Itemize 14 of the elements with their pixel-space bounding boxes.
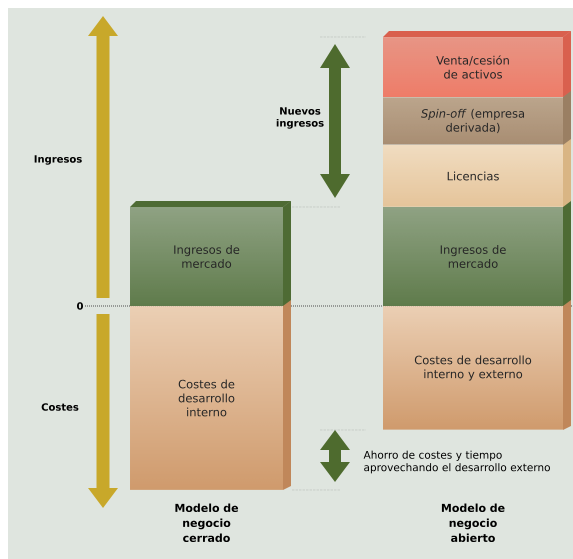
stacked-block: Ingresos de mercado xyxy=(130,201,291,306)
stacked-block: Costes de desarrollo interno y externo xyxy=(383,300,571,430)
note-text: Ahorro de costes y tiempo aprovechando el desarrollo externo xyxy=(364,450,550,474)
axis-label: Ingresos xyxy=(34,155,82,165)
stacked-block: Spin-off (empresa derivada) xyxy=(383,91,571,145)
stacked-block: Licencias xyxy=(383,139,571,207)
axis-label: Nuevos ingresos xyxy=(276,107,324,129)
column-caption: Modelo de negocio cerrado xyxy=(175,504,238,542)
axis-label: Costes xyxy=(42,403,78,411)
stacked-block: Costes de desarrollo interno xyxy=(130,300,291,490)
column-caption: Modelo de negocio abierto xyxy=(442,504,505,542)
zero-label: 0 xyxy=(76,301,84,311)
stacked-block: Ingresos de mercado xyxy=(383,201,571,306)
stacked-block: Venta/cesión de activos xyxy=(383,31,571,97)
